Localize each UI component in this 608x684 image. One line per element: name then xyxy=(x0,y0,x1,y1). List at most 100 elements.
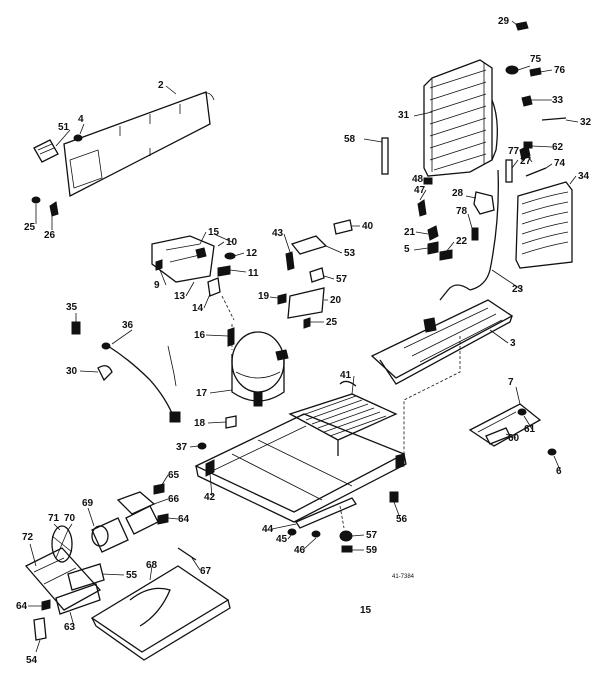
callout-36: 36 xyxy=(122,320,134,331)
callout-63: 63 xyxy=(64,622,76,633)
callout-14: 14 xyxy=(192,303,204,314)
callout-62: 62 xyxy=(552,142,564,153)
callout-29: 29 xyxy=(498,16,510,27)
screw-64-upper xyxy=(157,513,169,525)
callout-34: 34 xyxy=(578,171,590,182)
tube-58 xyxy=(381,137,389,175)
roller-57-lower xyxy=(339,530,353,542)
callout-16: 16 xyxy=(194,330,206,341)
valve-28 xyxy=(473,191,495,215)
callout-4: 4 xyxy=(78,114,84,125)
bracket-55 xyxy=(67,563,105,591)
callout-74: 74 xyxy=(554,158,566,169)
clip-21 xyxy=(427,225,439,241)
grommet-74 xyxy=(525,167,547,177)
clamp-53 xyxy=(290,235,328,255)
callout-57-lower: 57 xyxy=(366,530,378,541)
callout-25-center: 25 xyxy=(326,317,338,328)
callout-69: 69 xyxy=(82,498,94,509)
bracket-63 xyxy=(55,583,101,615)
clip-59 xyxy=(341,545,353,553)
callout-23: 23 xyxy=(512,284,524,295)
grommet-18 xyxy=(225,415,237,429)
callout-26: 26 xyxy=(44,230,56,241)
screw-46 xyxy=(311,530,321,538)
callout-35: 35 xyxy=(66,302,78,313)
callout-32: 32 xyxy=(580,117,592,128)
callout-9: 9 xyxy=(154,280,160,291)
drier-77 xyxy=(505,159,513,183)
callout-15: 15 xyxy=(208,227,220,238)
clamp-30 xyxy=(97,365,113,382)
callout-66: 66 xyxy=(168,494,180,505)
screw-29 xyxy=(515,21,529,31)
callout-75: 75 xyxy=(530,54,542,65)
drawing-code: 41-7384 xyxy=(392,574,415,580)
callout-labels: 29 75 76 33 31 32 62 58 77 27 74 34 48 4… xyxy=(16,16,592,666)
cover-10 xyxy=(213,233,233,243)
tube-23 xyxy=(439,169,499,301)
page-number: 15 xyxy=(360,605,372,616)
bushing-57-upper xyxy=(309,267,325,283)
callout-65: 65 xyxy=(168,470,180,481)
callout-44: 44 xyxy=(262,524,274,535)
spring-22 xyxy=(439,249,453,261)
callout-71: 71 xyxy=(48,513,60,524)
screw-48 xyxy=(423,177,433,185)
callout-46: 46 xyxy=(294,545,306,556)
callout-28: 28 xyxy=(452,188,464,199)
overload-11 xyxy=(217,265,231,277)
bracket-7 xyxy=(468,403,542,447)
callout-51: 51 xyxy=(58,122,70,133)
wire-lead xyxy=(167,345,177,387)
callout-5: 5 xyxy=(404,244,410,255)
callout-2: 2 xyxy=(158,80,164,91)
bracket-47 xyxy=(417,199,427,217)
callout-25-upper: 25 xyxy=(24,222,36,233)
screw-25-upper xyxy=(31,196,41,204)
clip-67 xyxy=(177,547,197,561)
callout-48: 48 xyxy=(412,174,424,185)
callout-12: 12 xyxy=(246,248,258,259)
callout-45: 45 xyxy=(276,534,288,545)
clip-26 xyxy=(49,201,59,217)
callout-54: 54 xyxy=(26,655,38,666)
callout-47: 47 xyxy=(414,185,426,196)
evaporator-coil-34 xyxy=(515,181,573,269)
screw-4 xyxy=(73,134,83,142)
screw-37 xyxy=(197,442,207,450)
callout-59: 59 xyxy=(366,545,378,556)
drain-pan-68 xyxy=(90,565,231,661)
base-frame-42 xyxy=(194,413,407,523)
callout-37: 37 xyxy=(176,442,188,453)
back-panel-2 xyxy=(63,91,215,198)
callout-21: 21 xyxy=(404,227,416,238)
callout-3: 3 xyxy=(510,338,516,349)
callout-78: 78 xyxy=(456,206,468,217)
screw-56 xyxy=(389,491,399,503)
callout-27: 27 xyxy=(520,156,532,167)
power-cord-36 xyxy=(101,342,181,423)
relay-bracket xyxy=(151,235,215,283)
screw-76 xyxy=(529,67,542,77)
screw-61 xyxy=(517,408,527,416)
callout-22: 22 xyxy=(456,236,468,247)
callout-70: 70 xyxy=(64,513,76,524)
mount-16 xyxy=(227,327,235,347)
callout-10: 10 xyxy=(226,237,238,248)
screw-35 xyxy=(71,321,81,335)
callout-61: 61 xyxy=(524,424,536,435)
callout-19: 19 xyxy=(258,291,270,302)
callout-77: 77 xyxy=(508,146,520,157)
evaporator-41 xyxy=(288,380,398,456)
clip-75 xyxy=(505,65,519,75)
bracket-33 xyxy=(521,95,533,107)
callout-40: 40 xyxy=(362,221,374,232)
condenser-coil xyxy=(423,59,498,177)
fan-blade-71-70 xyxy=(51,525,73,563)
callout-42: 42 xyxy=(204,492,216,503)
callout-13: 13 xyxy=(174,291,186,302)
pad-60 xyxy=(485,427,511,445)
cap-54 xyxy=(33,617,47,641)
